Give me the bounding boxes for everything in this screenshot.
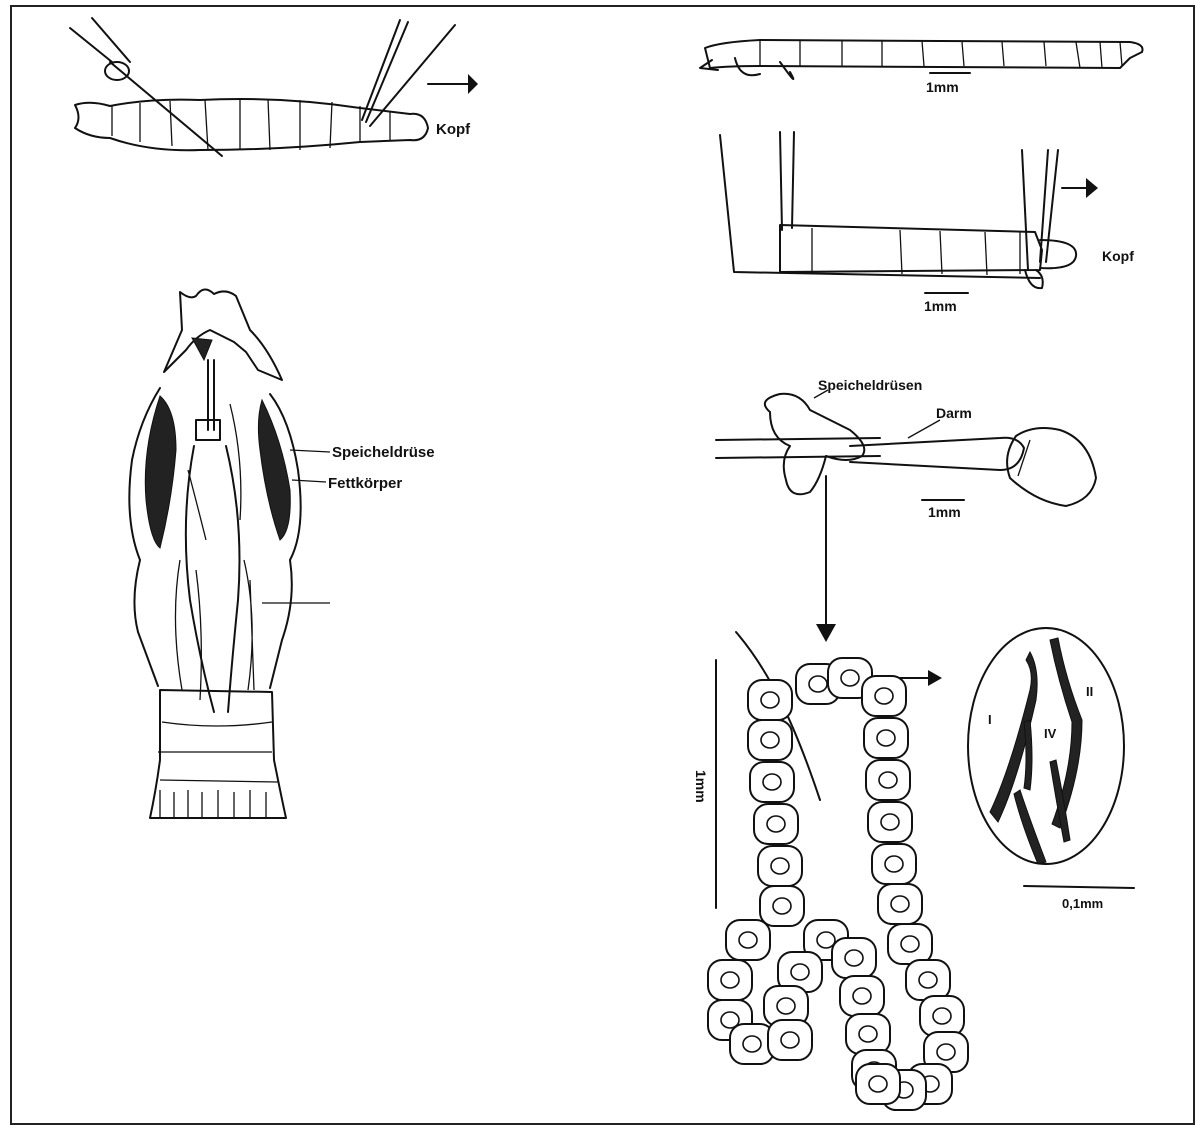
cell-nucleus	[739, 932, 757, 948]
salivary-gland-cells: 1mm	[693, 632, 968, 1110]
dish-edge	[720, 135, 1040, 278]
right-forceps	[1022, 150, 1058, 270]
cell-nucleus	[743, 1036, 761, 1052]
gut-forceps	[716, 438, 880, 458]
cell-nucleus	[771, 858, 789, 874]
speicheldrusen-label: Speicheldrüsen	[818, 377, 922, 393]
cell-nucleus	[781, 1032, 799, 1048]
cuticle-folds	[158, 722, 278, 782]
scale-bar-4	[1024, 886, 1134, 888]
cell-nucleus	[853, 988, 871, 1004]
larva-segments-2	[760, 40, 1122, 68]
speicheldruse-label: Speicheldrüse	[332, 444, 435, 461]
larva-body-3	[780, 225, 1042, 272]
arrow-right-head	[928, 670, 942, 686]
cell-nucleus	[841, 670, 859, 686]
cell-nucleus	[881, 814, 899, 830]
cell-nucleus	[763, 774, 781, 790]
cell-nucleus	[933, 1008, 951, 1024]
roman-i-label: I	[988, 712, 992, 727]
larva-head	[1040, 240, 1076, 268]
head-cuticle	[164, 289, 282, 380]
arrow-down-head	[816, 624, 836, 642]
fettkorper-label: Fettkörper	[328, 475, 402, 492]
extracted-gut: Speicheldrüsen Darm 1mm	[716, 377, 1096, 642]
larva-top-right: 1mm	[700, 40, 1143, 95]
leader-speicheldruse	[290, 450, 330, 452]
cell-nucleus	[859, 1026, 877, 1042]
polytene-chromosome: I II IV 0,1mm	[968, 628, 1134, 911]
needle-grip	[105, 62, 129, 80]
figure-border	[11, 6, 1194, 1124]
scale-label-4: 0,1mm	[1062, 896, 1103, 911]
gut	[850, 438, 1024, 470]
larva-forceps-right: Kopf 1mm	[720, 132, 1134, 314]
darm-label: Darm	[936, 405, 972, 421]
cell-nucleus	[937, 1044, 955, 1060]
dissected-larva: Speicheldrüse Fettkörper	[129, 289, 434, 818]
cell-nucleus	[809, 676, 827, 692]
needle-holder	[70, 18, 130, 62]
kopf-label-2: Kopf	[1102, 248, 1134, 264]
cell-nucleus	[919, 972, 937, 988]
left-needle	[780, 132, 794, 230]
larva-segments-3	[812, 228, 1020, 275]
cell-nucleus	[869, 1076, 887, 1092]
chromosome-arm-4	[1024, 720, 1032, 790]
cell-nucleus	[761, 692, 779, 708]
kopf-label-1: Kopf	[436, 121, 471, 138]
cuticle-striations	[160, 790, 266, 818]
cells-group	[708, 658, 968, 1110]
cell-nucleus	[875, 688, 893, 704]
scale-label-2: 1mm	[924, 298, 957, 314]
cell-nucleus	[721, 972, 739, 988]
cell-nucleus	[761, 732, 779, 748]
arrow-head	[468, 74, 478, 94]
roman-iv-label: IV	[1044, 726, 1057, 741]
cell-nucleus	[791, 964, 809, 980]
cell-nucleus	[879, 772, 897, 788]
larva-body	[75, 99, 428, 150]
cell-nucleus	[817, 932, 835, 948]
cell-nucleus	[901, 936, 919, 952]
leader-fettkorper	[292, 480, 326, 482]
cell-nucleus	[885, 856, 903, 872]
scale-label-3: 1mm	[928, 504, 961, 520]
salivary-glands-pair	[765, 394, 864, 494]
larva-top-left: Kopf	[70, 18, 478, 156]
arrow-head-2	[1086, 178, 1098, 198]
cell-nucleus	[767, 816, 785, 832]
gut-tube	[186, 446, 240, 712]
gut-tip	[1025, 270, 1043, 288]
mouthpart	[192, 338, 212, 360]
cell-nucleus	[891, 896, 909, 912]
scale-label-vertical: 1mm	[693, 770, 709, 803]
cell-nucleus	[777, 998, 795, 1014]
chromosome-arm-3	[1014, 790, 1046, 864]
scale-label-1: 1mm	[926, 79, 959, 95]
leaders-gut	[814, 390, 940, 438]
nucleus-outline	[968, 628, 1124, 864]
cell-nucleus	[877, 730, 895, 746]
cell-nucleus	[773, 898, 791, 914]
salivary-gland-left	[145, 396, 176, 548]
roman-ii-label: II	[1086, 684, 1093, 699]
cell-nucleus	[845, 950, 863, 966]
